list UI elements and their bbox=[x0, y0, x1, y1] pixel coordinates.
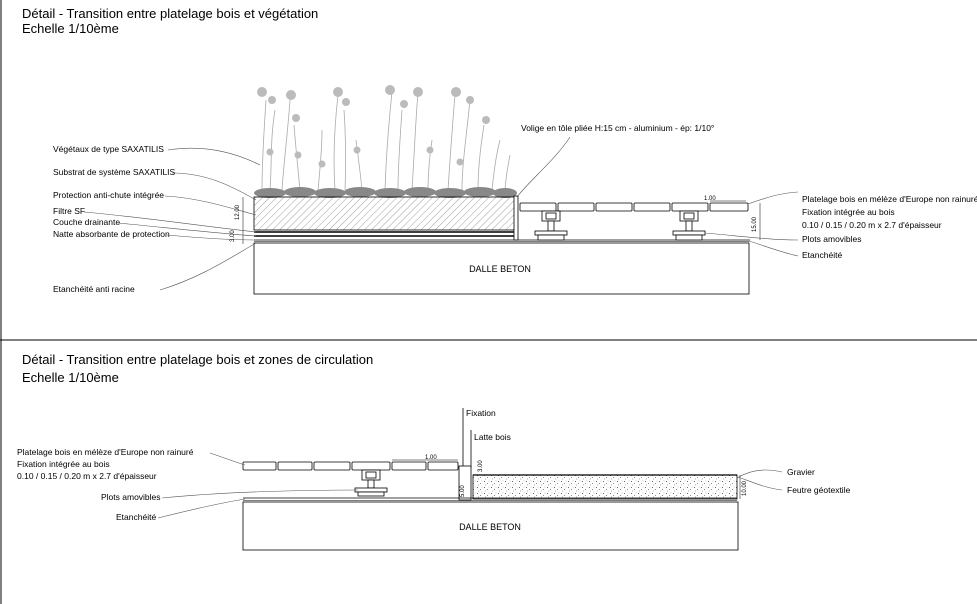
label-platelage-1: Platelage bois en mélèze d'Europe non ra… bbox=[802, 194, 977, 204]
plant-leaves bbox=[257, 85, 490, 168]
volige bbox=[513, 195, 519, 241]
leader-couche bbox=[117, 222, 257, 237]
label2-etancheite: Etanchéité bbox=[116, 512, 156, 522]
pedestal-2 bbox=[672, 210, 706, 241]
label-latte: Latte bois bbox=[474, 432, 511, 442]
detail1-scale: Echelle 1/10ème bbox=[22, 21, 119, 36]
leader-vegetaux bbox=[167, 147, 261, 166]
label-natte: Natte absorbante de protection bbox=[53, 229, 170, 239]
dim-500: 5.00 bbox=[460, 485, 466, 497]
pedestal-1 bbox=[534, 210, 568, 241]
label-etancheite-racine: Etanchéité anti racine bbox=[53, 284, 135, 294]
leader2-plots bbox=[161, 489, 359, 499]
label2-platelage-3: 0.10 / 0.15 / 0.20 m x 2.7 d'épaisseur bbox=[17, 471, 157, 481]
label-substrat: Substrat de système SAXATILIS bbox=[53, 167, 176, 177]
label2-platelage-2: Fixation intégrée au bois bbox=[17, 459, 110, 469]
label-platelage-3: 0.10 / 0.15 / 0.20 m x 2.7 d'épaisseur bbox=[802, 220, 942, 230]
detail2-scale: Echelle 1/10ème bbox=[22, 370, 119, 385]
dim-1000: 10.00 bbox=[742, 480, 748, 496]
label-plots-1: Plots amovibles bbox=[802, 234, 862, 244]
label-gravier: Gravier bbox=[787, 467, 815, 477]
label-feutre: Feutre géotextile bbox=[787, 485, 851, 495]
label-volige: Volige en tôle pliée H:15 cm - aluminium… bbox=[521, 123, 714, 133]
label-fixation: Fixation bbox=[466, 408, 496, 418]
leader-protection bbox=[164, 195, 257, 216]
latte-bois bbox=[458, 465, 472, 501]
leader-plots-1 bbox=[704, 232, 799, 241]
leader-substrat bbox=[171, 172, 257, 201]
concrete-slab bbox=[253, 242, 750, 295]
dim-300-2: 3.00 bbox=[478, 460, 484, 472]
detail1-title: Détail - Transition entre platelage bois… bbox=[22, 6, 319, 21]
leader2-platelage bbox=[209, 452, 246, 466]
label-filtre: Filtre SF bbox=[53, 206, 85, 216]
leader-natte bbox=[166, 234, 257, 241]
leader-platelage-1 bbox=[747, 191, 799, 205]
detail2-title: Détail - Transition entre platelage bois… bbox=[22, 352, 374, 367]
dalle-label-1: DALLE BETON bbox=[469, 264, 531, 274]
deck-boards bbox=[519, 202, 749, 212]
dim-300-1: 3.00 bbox=[230, 230, 236, 242]
label2-platelage-1: Platelage bois en mélèze d'Europe non ra… bbox=[17, 447, 194, 457]
leader-volige bbox=[516, 136, 571, 198]
dim-100-2: 1.00 bbox=[425, 455, 437, 461]
plants-illustration bbox=[261, 91, 511, 191]
leader-gravier bbox=[736, 469, 783, 479]
leader-feutre bbox=[737, 476, 783, 491]
label-couche: Couche drainante bbox=[53, 217, 120, 227]
dalle-label-2: DALLE BETON bbox=[459, 522, 521, 532]
label-etancheite-1: Etanchéité bbox=[802, 250, 842, 260]
leader-etancheite-racine bbox=[159, 242, 257, 291]
gravel-layer bbox=[472, 474, 738, 500]
label-protection: Protection anti-chute intégrée bbox=[53, 190, 164, 200]
substrate-layer bbox=[253, 196, 517, 231]
dim-1500: 15.00 bbox=[752, 216, 758, 232]
deck-boards-2 bbox=[242, 461, 459, 471]
dim-100-1: 1.00 bbox=[704, 196, 716, 202]
pedestal-3 bbox=[354, 469, 388, 497]
detail1-drawing: DALLE BETON 1.00 12.00 3.00 15.00 Végéta… bbox=[53, 85, 977, 295]
dim-1200: 12.00 bbox=[235, 204, 241, 220]
leader-filtre bbox=[83, 211, 257, 233]
leader-etancheite-1 bbox=[748, 240, 799, 257]
label-platelage-2: Fixation intégrée au bois bbox=[802, 207, 895, 217]
concrete-slab-2 bbox=[242, 501, 739, 551]
label2-plots: Plots amovibles bbox=[101, 492, 161, 502]
label-vegetaux: Végétaux de type SAXATILIS bbox=[53, 144, 164, 154]
leader2-etancheite bbox=[157, 498, 246, 519]
detail2-drawing: DALLE BETON 1.00 3.00 10.00 5.00 Fixatio… bbox=[17, 408, 851, 551]
ground-cover bbox=[254, 187, 517, 198]
